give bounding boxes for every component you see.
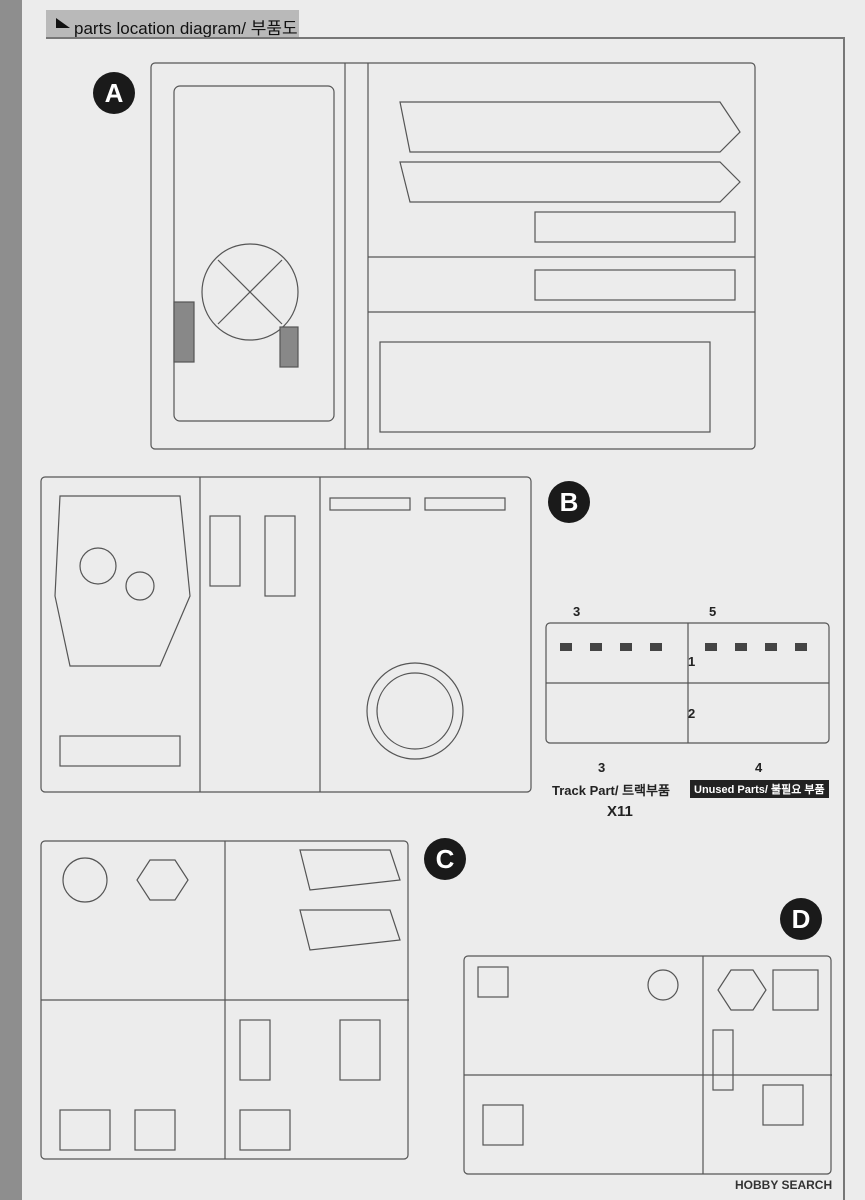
sprue-b-badge: B [548,481,590,523]
sprue-b-frame [40,476,532,793]
track-num-5: 5 [709,604,717,619]
sprue-d-badge: D [780,898,822,940]
track-num-1: 1 [688,654,696,669]
unused-parts-label: Unused Parts/ 불필요 부품 [690,780,829,798]
section-header: parts location diagram/ 부품도 [46,10,299,38]
track-sprue-frame [545,622,830,744]
track-caption: Track Part/ 트랙부품 [552,783,670,798]
left-gray-strip [0,0,22,1200]
sprue-d-frame [463,955,832,1175]
track-multiplier: X11 [607,803,633,820]
header-rule [46,37,843,39]
track-num-3: 3 [573,604,581,619]
right-border-line [843,37,845,1200]
sprue-a-frame [150,62,756,450]
sprue-a-badge: A [93,72,135,114]
track-num-3b: 3 [598,760,606,775]
page-title: parts location diagram/ 부품도 [74,19,298,38]
header-triangle-icon [56,18,70,28]
watermark: HOBBY SEARCH [735,1178,833,1192]
track-num-4: 4 [755,760,763,775]
sprue-c-badge: C [424,838,466,880]
track-num-2: 2 [688,706,696,721]
sprue-c-frame [40,840,409,1160]
